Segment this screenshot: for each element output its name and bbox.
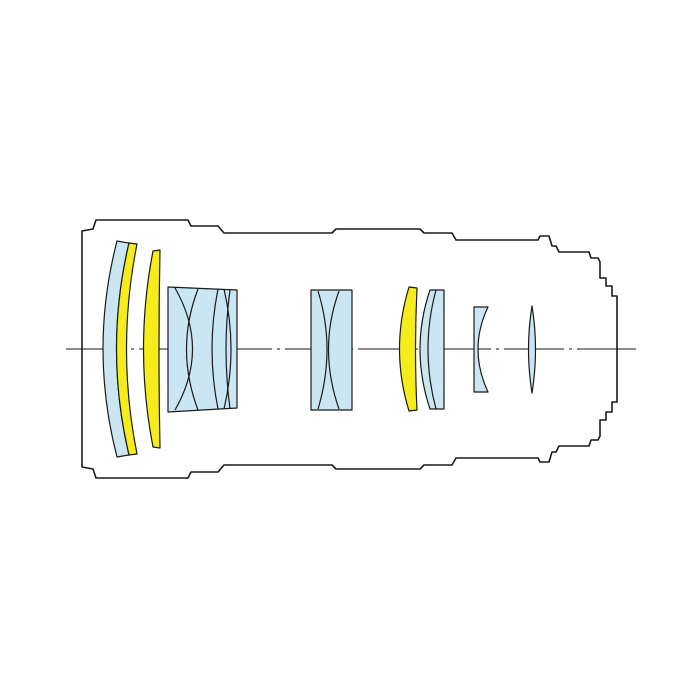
rear-biconvex-lens (527, 305, 537, 394)
group2-cemented-lenses (167, 286, 238, 413)
group3-surface-1 (317, 290, 328, 410)
group3-cemented-doublet (310, 289, 353, 411)
group2-surface-3 (211, 288, 219, 410)
group4-meniscus-surface (427, 289, 437, 410)
group3-lens-block (310, 289, 353, 411)
front-special-element-1 (115, 242, 138, 456)
group2-surface-1 (174, 287, 194, 411)
group4-special-element (398, 286, 418, 412)
group2-surface-5 (225, 289, 231, 410)
front-special-element-2 (142, 249, 161, 449)
group2-surface-4 (223, 288, 232, 410)
group2-lens-block (167, 286, 238, 413)
group5-concave-lens (473, 306, 489, 393)
group2-surface-2 (185, 288, 199, 411)
group4-meniscus-lens (419, 289, 445, 410)
group3-surface-2 (327, 290, 340, 410)
